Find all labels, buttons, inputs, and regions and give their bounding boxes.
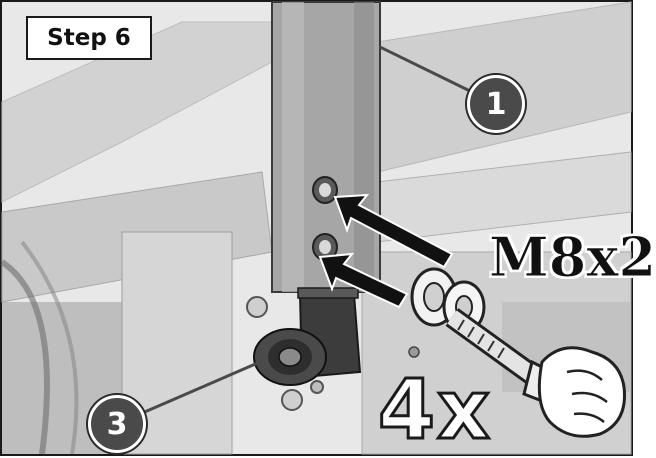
step-label: Step 6 <box>26 16 152 60</box>
bolt-size-label: M8x2 <box>488 225 656 290</box>
callout-leaders <box>139 45 473 416</box>
quantity-label: 4x <box>377 363 492 458</box>
shock-absorber-icon <box>271 1 381 293</box>
hand-pointer-icon <box>537 346 626 438</box>
arrow-right-up-icon <box>318 193 454 309</box>
bolt-icon <box>410 267 566 411</box>
callout-1: 1 <box>467 75 525 133</box>
mounting-bracket <box>253 287 362 386</box>
callout-3: 3 <box>88 395 146 453</box>
